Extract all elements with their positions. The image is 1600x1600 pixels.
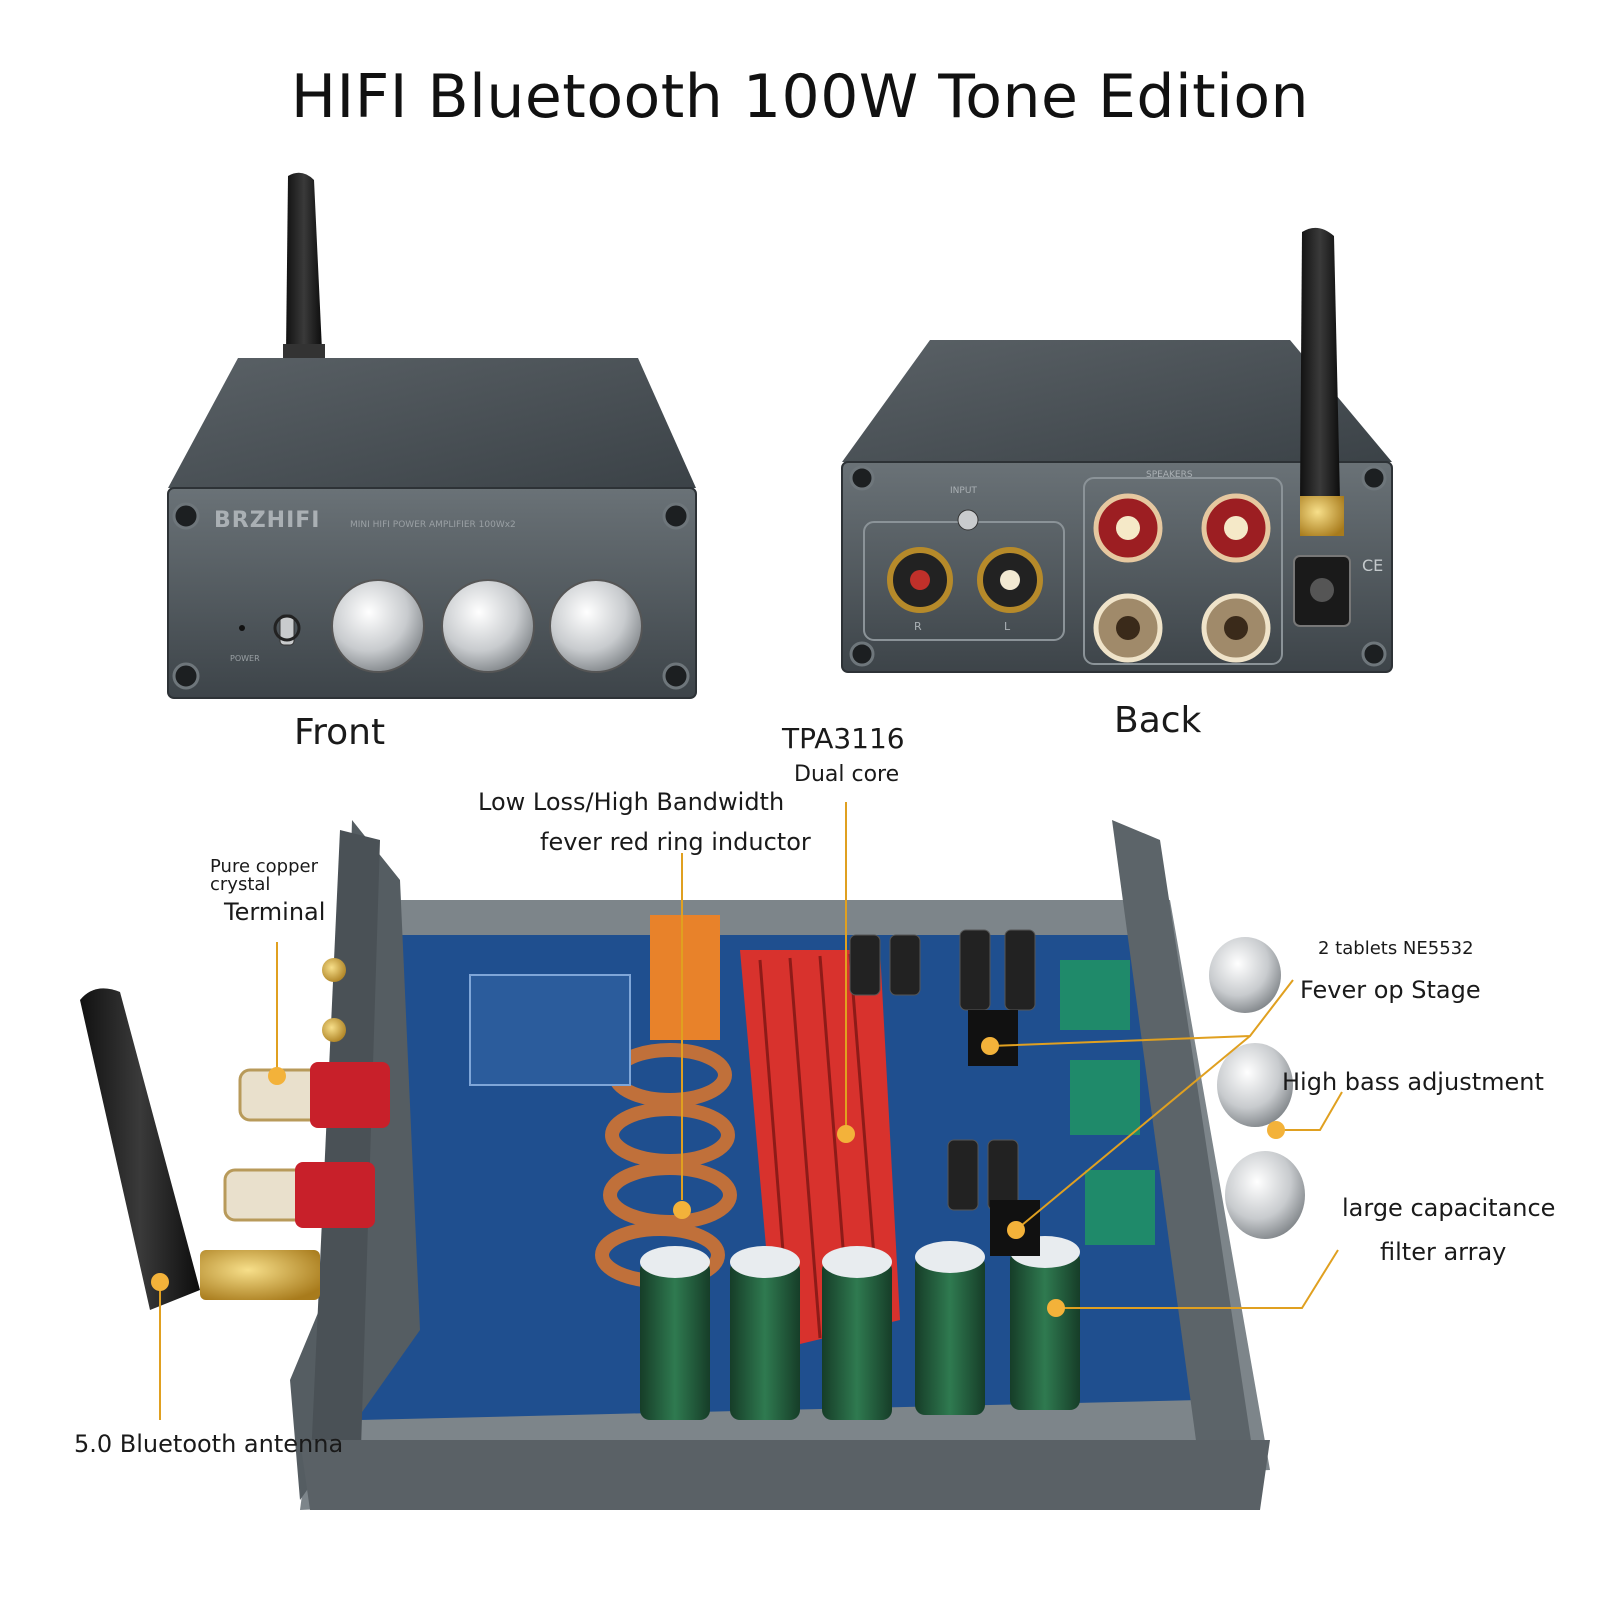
back-antenna — [1300, 227, 1340, 503]
antenna-sma-connector — [200, 1250, 320, 1300]
page-title: HIFI Bluetooth 100W Tone Edition — [290, 62, 1310, 132]
callout-terminal-line3: Terminal — [224, 898, 326, 926]
back-terminals — [223, 958, 390, 1228]
callout-antenna: 5.0 Bluetooth antenna — [74, 1430, 344, 1458]
front-brand: BRZHIFI — [214, 508, 321, 533]
bluetooth-module — [469, 974, 631, 1086]
tone-potentiometers — [1060, 960, 1155, 1245]
front-power-label: POWER — [230, 654, 260, 663]
front-view-amplifier — [167, 172, 697, 699]
back-ce-mark: CE — [1362, 556, 1384, 575]
knob-treble — [441, 579, 535, 673]
capacitor-array — [640, 1236, 1080, 1420]
callout-caps-line1: large capacitance — [1342, 1194, 1556, 1222]
callout-terminal-line1: Pure copper — [210, 856, 318, 877]
power-led — [239, 625, 245, 631]
callout-inductor-line1: Low Loss/High Bandwidth — [478, 788, 785, 816]
back-view-label: Back — [1114, 700, 1202, 741]
callout-lines — [159, 802, 1343, 1420]
front-knobs — [331, 579, 643, 673]
callout-inductor-line2: fever red ring inductor — [540, 828, 811, 856]
front-model-text: MINI HIFI POWER AMPLIFIER 100Wx2 — [350, 520, 516, 530]
callout-opamp-count: 2 tablets NE5532 — [1318, 938, 1474, 959]
knob-bass — [331, 579, 425, 673]
back-speakers-label: SPEAKERS — [1146, 470, 1193, 480]
back-input-label: INPUT — [950, 486, 977, 496]
back-l-label: L — [1004, 620, 1011, 633]
internal-view-amplifier — [80, 820, 1305, 1510]
callout-caps-line2: filter array — [1380, 1238, 1507, 1266]
callout-chip-desc: Dual core — [794, 762, 900, 787]
internal-knobs — [1209, 937, 1305, 1239]
callout-tone: High bass adjustment — [1282, 1068, 1544, 1096]
toroid-inductors — [595, 1043, 737, 1288]
callout-chip-model: TPA3116 — [782, 722, 905, 755]
bluetooth-antenna — [80, 988, 200, 1310]
relay — [650, 915, 720, 1040]
speaker-terminals — [1093, 493, 1271, 663]
knob-volume — [549, 579, 643, 673]
callout-terminal-line2: crystal — [210, 874, 271, 895]
callout-opamp-desc: Fever op Stage — [1300, 976, 1481, 1004]
back-view-amplifier — [841, 227, 1393, 673]
front-view-label: Front — [294, 712, 386, 753]
back-r-label: R — [914, 620, 922, 633]
front-antenna — [286, 172, 322, 352]
callout-dots — [151, 1037, 1285, 1317]
